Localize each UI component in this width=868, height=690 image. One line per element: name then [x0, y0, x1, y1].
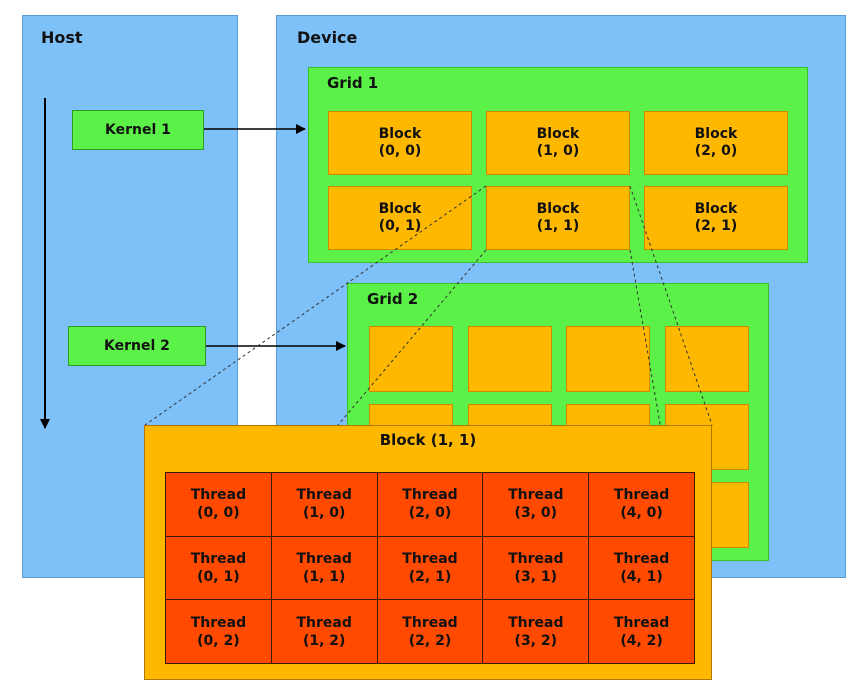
thread-index: (0, 1): [197, 568, 240, 585]
thread-label: Thread: [402, 550, 458, 567]
block-0-1: Block (0, 1): [328, 186, 472, 250]
thread-label: Thread: [190, 614, 247, 631]
block-2-1: Block (2, 1): [644, 186, 788, 250]
thread-label: Thread: [296, 487, 352, 504]
thread-label: Thread: [190, 550, 247, 567]
grid-2-block: [468, 326, 552, 392]
thread-index: (4, 2): [620, 632, 663, 649]
block-label: Block: [694, 201, 738, 217]
block-0-0: Block (0, 0): [328, 111, 472, 175]
thread-index: (1, 0): [302, 505, 346, 522]
thread-label: Thread: [296, 614, 352, 631]
thread-1-2: Thread(1, 2): [271, 600, 377, 663]
block-1-1: Block (1, 1): [486, 186, 630, 250]
thread-index: (3, 0): [514, 505, 558, 522]
thread-label: Thread: [296, 550, 352, 567]
thread-2-2: Thread(2, 2): [377, 600, 483, 663]
thread-label: Thread: [613, 614, 670, 631]
kernel-1: Kernel 1: [72, 110, 204, 150]
block-index: (1, 0): [536, 143, 580, 159]
thread-label: Thread: [190, 487, 247, 504]
thread-index: (1, 1): [302, 568, 346, 585]
block-label: Block: [378, 126, 422, 142]
thread-3-2: Thread(3, 2): [483, 600, 589, 663]
block-index: (2, 0): [694, 143, 738, 159]
block-1-0: Block (1, 0): [486, 111, 630, 175]
grid-2-block: [369, 326, 453, 392]
thread-index: (3, 1): [514, 568, 558, 585]
thread-index: (1, 2): [302, 632, 346, 649]
thread-index: (3, 2): [514, 632, 558, 649]
thread-1-1: Thread(1, 1): [271, 536, 377, 600]
block-label: Block: [536, 201, 580, 217]
thread-index: (2, 0): [408, 505, 452, 522]
block-label: Block: [536, 126, 580, 142]
thread-label: Thread: [402, 614, 458, 631]
thread-label: Thread: [402, 487, 458, 504]
thread-0-1: Thread(0, 1): [166, 536, 271, 600]
block-label: Block: [694, 126, 738, 142]
block-label: Block: [378, 201, 422, 217]
thread-2-0: Thread(2, 0): [377, 473, 483, 536]
thread-4-2: Thread(4, 2): [589, 600, 694, 663]
thread-0-2: Thread(0, 2): [166, 600, 271, 663]
expanded-block: Block (1, 1) Thread(0, 0) Thread(1, 0) T…: [144, 425, 712, 680]
thread-index: (4, 0): [620, 505, 663, 522]
thread-grid: Thread(0, 0) Thread(1, 0) Thread(2, 0) T…: [165, 472, 695, 664]
thread-label: Thread: [508, 487, 564, 504]
thread-2-1: Thread(2, 1): [377, 536, 483, 600]
block-index: (1, 1): [536, 218, 580, 234]
thread-index: (2, 1): [408, 568, 452, 585]
host-title: Host: [41, 28, 83, 47]
expanded-block-title: Block (1, 1): [379, 431, 477, 449]
thread-3-0: Thread(3, 0): [483, 473, 589, 536]
grid-2-title: Grid 2: [367, 290, 419, 308]
block-index: (0, 0): [378, 143, 422, 159]
block-2-0: Block (2, 0): [644, 111, 788, 175]
thread-4-0: Thread(4, 0): [589, 473, 694, 536]
thread-4-1: Thread(4, 1): [589, 536, 694, 600]
grid-2-block: [665, 326, 749, 392]
thread-3-1: Thread(3, 1): [483, 536, 589, 600]
block-index: (0, 1): [378, 218, 422, 234]
thread-label: Thread: [613, 487, 670, 504]
kernel-2: Kernel 2: [68, 326, 206, 366]
thread-index: (0, 2): [197, 632, 240, 649]
grid-1-title: Grid 1: [327, 74, 379, 92]
thread-label: Thread: [508, 614, 564, 631]
grid-2-block: [566, 326, 650, 392]
thread-1-0: Thread(1, 0): [271, 473, 377, 536]
device-title: Device: [297, 28, 358, 47]
thread-label: Thread: [508, 550, 564, 567]
block-index: (2, 1): [694, 218, 738, 234]
thread-index: (4, 1): [620, 568, 663, 585]
thread-index: (2, 2): [408, 632, 452, 649]
thread-0-0: Thread(0, 0): [166, 473, 271, 536]
thread-label: Thread: [613, 550, 670, 567]
thread-index: (0, 0): [197, 505, 240, 522]
